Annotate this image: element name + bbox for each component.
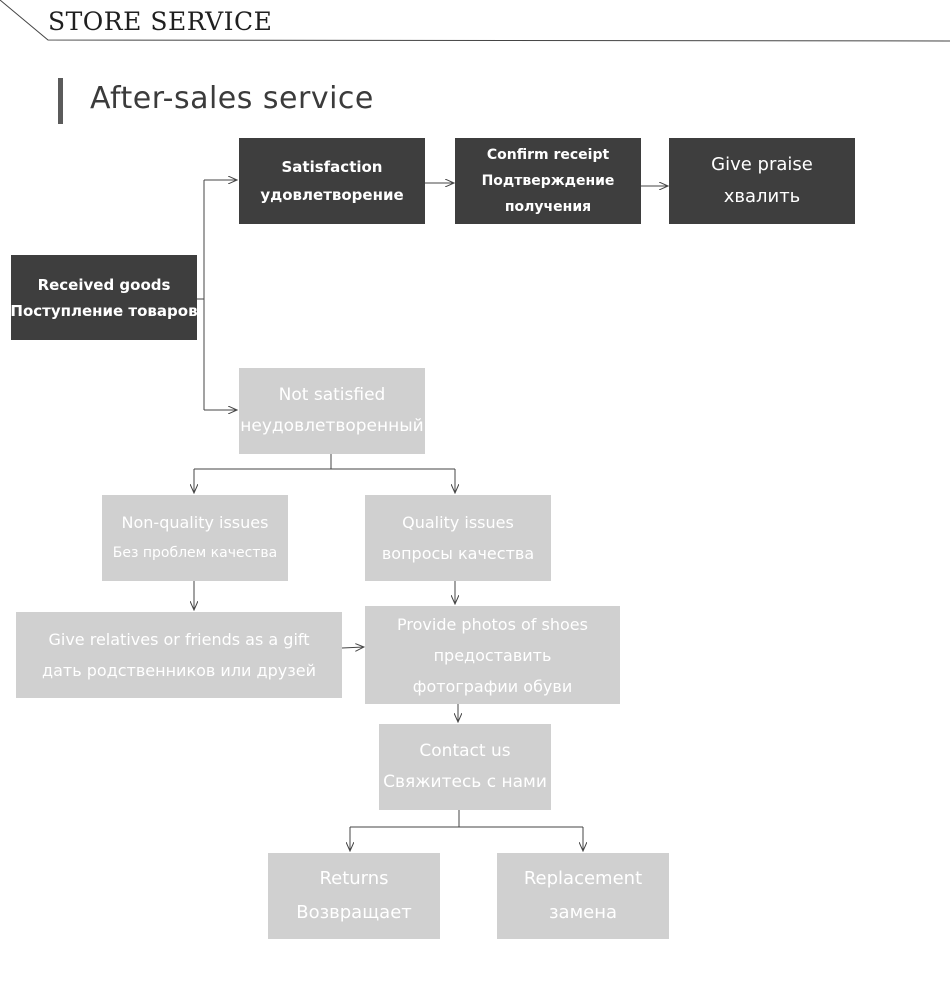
- node-contact-us-en: Contact us: [419, 741, 511, 761]
- node-give-praise-ru: хвалить: [723, 186, 801, 207]
- node-contact-us-ru: Свяжитесь с нами: [383, 772, 547, 792]
- node-provide-photos-ru2: фотографии обуви: [412, 676, 573, 696]
- node-confirm-receipt-ru1: Подтверждение: [481, 173, 615, 189]
- node-confirm-receipt-ru2: получения: [504, 199, 592, 215]
- header-underline: [0, 0, 950, 42]
- node-received-goods-ru: Поступление товаров: [10, 301, 198, 320]
- section-accent-bar: [58, 78, 63, 124]
- node-replacement: Replacement замена: [497, 853, 669, 939]
- node-satisfaction-en: Satisfaction: [281, 158, 383, 176]
- node-provide-photos-en: Provide photos of shoes: [397, 614, 588, 634]
- node-returns: Returns Возвращает: [268, 853, 440, 939]
- node-not-satisfied: Not satisfied неудовлетворенный: [239, 368, 425, 454]
- node-returns-en: Returns: [319, 868, 389, 889]
- node-confirm-receipt-en: Confirm receipt: [486, 147, 610, 163]
- node-received-goods-en: Received goods: [37, 275, 171, 294]
- node-confirm-receipt: Confirm receipt Подтверждение получения: [455, 138, 641, 224]
- node-give-praise: Give praise хвалить: [669, 138, 855, 224]
- store-title: STORE SERVICE: [48, 7, 273, 36]
- node-give-praise-en: Give praise: [711, 154, 813, 175]
- node-quality-issues-ru: вопросы качества: [381, 544, 535, 563]
- node-provide-photos: Provide photos of shoes предоставить фот…: [365, 606, 620, 704]
- node-satisfaction: Satisfaction удовлетворение: [239, 138, 425, 224]
- connector-gift-photos: [341, 647, 364, 648]
- node-returns-ru: Возвращает: [296, 902, 412, 923]
- node-gift-to-relatives-en: Give relatives or friends as a gift: [48, 630, 310, 649]
- node-replacement-ru: замена: [548, 902, 618, 923]
- node-not-satisfied-ru: неудовлетворенный: [240, 416, 424, 436]
- node-satisfaction-ru: удовлетворение: [260, 186, 404, 204]
- node-non-quality-issues: Non-quality issues Без проблем качества: [102, 495, 288, 581]
- node-provide-photos-ru1: предоставить: [433, 645, 552, 665]
- node-non-quality-issues-en: Non-quality issues: [121, 513, 269, 532]
- node-non-quality-issues-ru: Без проблем качества: [112, 545, 278, 561]
- node-received-goods: Received goods Поступление товаров: [10, 255, 198, 340]
- node-not-satisfied-en: Not satisfied: [278, 385, 386, 405]
- node-replacement-en: Replacement: [523, 868, 643, 889]
- node-quality-issues-en: Quality issues: [402, 513, 514, 532]
- section-title: After-sales service: [90, 81, 374, 116]
- node-gift-to-relatives-ru: дать родственников или друзей: [42, 661, 316, 680]
- node-contact-us: Contact us Свяжитесь с нами: [379, 724, 551, 810]
- node-gift-to-relatives: Give relatives or friends as a gift дать…: [16, 612, 342, 698]
- node-quality-issues: Quality issues вопросы качества: [365, 495, 551, 581]
